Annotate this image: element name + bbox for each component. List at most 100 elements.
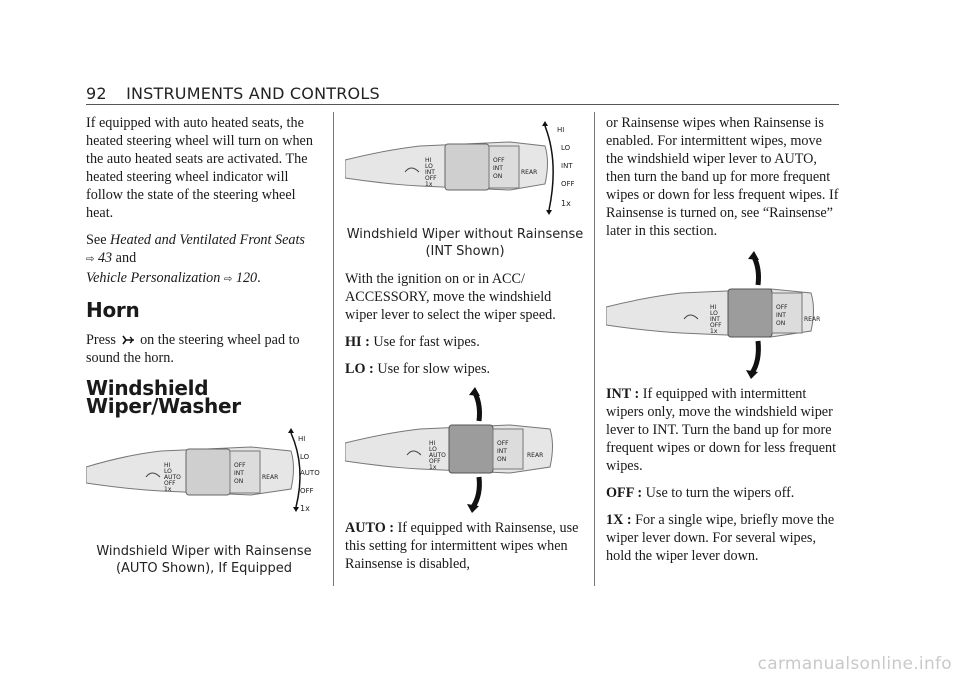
scale-lo: LO [300, 453, 310, 461]
wiper-band-highlighted [448, 424, 494, 474]
ring-label-off: OFF [493, 157, 505, 164]
figure-2-caption: Windshield Wiper without Rainsense (INT … [345, 226, 585, 260]
int-term: INT : [606, 386, 640, 402]
off-definition: OFF : Use to turn the wipers off. [606, 484, 842, 502]
rotate-up-arrow [751, 255, 761, 286]
scale-hi: HI [557, 126, 564, 134]
band-label-lo: LO [429, 446, 437, 453]
arrow-up-icon [542, 121, 548, 126]
page-ref-icon: ⇨ [223, 274, 233, 285]
ring-label-off: OFF [776, 304, 788, 311]
rotate-up-arrow [472, 391, 482, 422]
scale-auto: AUTO [300, 469, 320, 477]
column-divider-2 [594, 112, 595, 586]
page-header: 92 INSTRUMENTS AND CONTROLS [86, 84, 380, 103]
see-and: and [112, 250, 137, 266]
onex-desc: For a single wipe, briefly move the wipe… [606, 512, 835, 564]
arrow-down-icon [467, 504, 479, 513]
arrow-down-icon [746, 370, 758, 379]
ring-label-on: ON [234, 478, 243, 485]
band-label-1x: 1x [164, 486, 172, 493]
band-label-auto: AUTO [164, 474, 181, 481]
see-end: . [257, 270, 261, 286]
windshield-wiper-icon [406, 450, 422, 456]
arrow-down-icon [293, 507, 299, 512]
band-label-1x: 1x [425, 181, 433, 188]
band-label-lo: LO [710, 310, 718, 317]
ring-label-off: OFF [497, 440, 509, 447]
band-label-hi: HI [164, 462, 171, 469]
band-label-off: OFF [164, 480, 176, 487]
see-link-personalization[interactable]: Vehicle Personalization [86, 270, 221, 286]
off-desc: Use to turn the wipers off. [645, 485, 795, 501]
wiper-lever-rainsense-diagram: HI LO AUTO OFF 1x OFF INT ON REAR HI LO … [86, 428, 320, 513]
band-label-1x: 1x [429, 464, 437, 471]
see-link-seats[interactable]: Heated and Ventilated Front Seats [110, 232, 305, 248]
rear-label: REAR [804, 316, 820, 323]
int-definition: INT : If equipped with intermittent wipe… [606, 385, 842, 475]
scale-int: INT [561, 162, 573, 170]
wiper-band [185, 448, 231, 496]
auto-term: AUTO : [345, 520, 395, 536]
page-number: 92 [86, 84, 107, 103]
band-label-off: OFF [710, 322, 722, 329]
arrow-up-icon [288, 428, 294, 433]
off-term: OFF : [606, 485, 643, 501]
rear-label: REAR [527, 452, 543, 459]
band-label-1x: 1x [710, 328, 718, 335]
horn-heading: Horn [86, 298, 140, 322]
column-3: or Rainsense wipes when Rainsense is ena… [606, 114, 842, 574]
scale-lo: LO [561, 144, 571, 152]
hi-definition: HI : Use for fast wipes. [345, 333, 585, 351]
rotate-down-arrow [749, 340, 761, 375]
scale-off: OFF [561, 180, 575, 188]
figure-1-caption: Windshield Wiper with Rainsense (AUTO Sh… [86, 543, 322, 577]
page-ref-icon: ⇨ [86, 254, 95, 265]
int-desc: If equipped with intermittent wipers onl… [606, 386, 837, 474]
horn-icon [121, 335, 134, 345]
figure-2-caption-line-2: (INT Shown) [425, 244, 505, 259]
arrow-up-icon [748, 251, 759, 260]
band-label-int: INT [425, 169, 435, 176]
ring-label-int: INT [497, 448, 507, 455]
band-label-hi: HI [710, 304, 717, 311]
column-divider-1 [333, 112, 334, 586]
see-ref-seats[interactable]: 43 [97, 250, 113, 266]
ring-label-on: ON [776, 320, 785, 327]
ignition-paragraph: With the ignition on or in ACC/ ACCESSOR… [345, 271, 556, 323]
heated-paragraph: If equipped with auto heated seats, the … [86, 115, 313, 221]
wiper-lever-band-rotation-diagram: HI LO AUTO OFF 1x OFF INT ON REAR [345, 387, 553, 513]
onex-term: 1X : [606, 512, 632, 528]
lo-desc: Use for slow wipes. [377, 361, 491, 377]
figure-1-caption-line-1: Windshield Wiper with Rainsense [96, 544, 312, 559]
continued-paragraph: or Rainsense wipes when Rainsense is ena… [606, 115, 839, 239]
rear-label: REAR [262, 474, 278, 481]
band-label-auto: AUTO [429, 452, 446, 459]
ring-label-on: ON [493, 173, 502, 180]
band-label-lo: LO [164, 468, 172, 475]
band-label-off: OFF [429, 458, 441, 465]
column-1: If equipped with auto heated seats, the … [86, 114, 322, 587]
windshield-wiper-icon [145, 472, 161, 478]
scale-off: OFF [300, 487, 314, 495]
band-label-int: INT [710, 316, 720, 323]
band-label-hi: HI [429, 440, 436, 447]
ring-label-on: ON [497, 456, 506, 463]
hi-desc: Use for fast wipes. [373, 334, 480, 350]
section-title: INSTRUMENTS AND CONTROLS [126, 84, 380, 103]
hi-term: HI : [345, 334, 370, 350]
ring-label-off: OFF [234, 462, 246, 469]
see-ref-personalization[interactable]: 120 [235, 270, 258, 286]
wiper-lever-int-band-diagram: HI LO INT OFF 1x OFF INT ON REAR [606, 251, 820, 379]
see-also-paragraph: See Heated and Ventilated Front Seats ⇨ … [86, 231, 322, 289]
windshield-wiper-icon [683, 314, 699, 320]
rear-label: REAR [521, 169, 537, 176]
windshield-wiper-icon [404, 167, 420, 173]
horn-rest: on the steering wheel pad to sound the h… [86, 332, 300, 366]
lo-term: LO : [345, 361, 374, 377]
ring-label-int: INT [776, 312, 786, 319]
column-2: HI LO INT OFF 1x OFF INT ON REAR HI LO I… [345, 114, 585, 582]
onex-definition: 1X : For a single wipe, briefly move the… [606, 511, 842, 565]
ring-label-int: INT [493, 165, 503, 172]
figure-1-caption-line-2: (AUTO Shown), If Equipped [115, 561, 293, 576]
